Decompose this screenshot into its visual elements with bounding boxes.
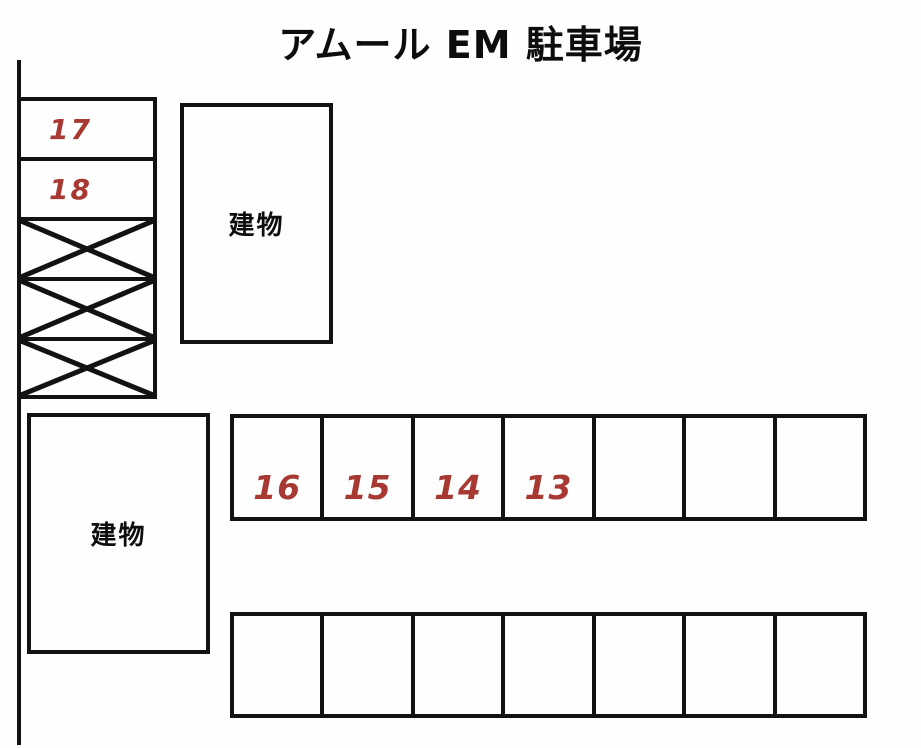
space-number-label: 16 xyxy=(253,468,302,507)
parking-space-13: 13 xyxy=(501,414,596,521)
parking-space-blocked xyxy=(17,217,157,281)
building-label: 建物 xyxy=(228,211,285,241)
bottom-stall-row xyxy=(230,612,867,718)
page-title: アムール EM 駐車場 xyxy=(278,23,643,67)
space-number-label: 18 xyxy=(49,172,92,206)
middle-stall-row: 16 15 14 13 xyxy=(230,414,867,521)
building-top: 建物 xyxy=(180,103,333,344)
parking-space-unmarked xyxy=(410,612,506,718)
parking-space-unmarked xyxy=(591,414,687,521)
parking-space-unmarked xyxy=(682,414,777,521)
parking-space-18: 18 xyxy=(17,157,157,221)
blocked-x-icon xyxy=(21,281,153,337)
parking-space-15: 15 xyxy=(320,414,415,521)
building-bottom: 建物 xyxy=(27,413,210,654)
parking-space-14: 14 xyxy=(410,414,506,521)
space-number-label: 17 xyxy=(49,112,92,146)
parking-space-16: 16 xyxy=(230,414,325,521)
space-number-label: 15 xyxy=(343,468,392,507)
parking-space-unmarked xyxy=(230,612,325,718)
parking-space-17: 17 xyxy=(17,97,157,161)
parking-space-blocked xyxy=(17,277,157,341)
blocked-x-icon xyxy=(21,341,153,395)
parking-space-unmarked xyxy=(501,612,596,718)
space-number-label: 14 xyxy=(434,468,483,507)
parking-space-unmarked xyxy=(320,612,415,718)
building-label: 建物 xyxy=(90,521,147,551)
space-number-label: 13 xyxy=(524,468,573,507)
parking-space-unmarked xyxy=(772,612,867,718)
parking-space-blocked xyxy=(17,337,157,399)
blocked-x-icon xyxy=(21,221,153,277)
parking-space-unmarked xyxy=(591,612,687,718)
parking-space-unmarked xyxy=(682,612,777,718)
left-boundary-line xyxy=(17,60,21,745)
parking-space-unmarked xyxy=(772,414,867,521)
